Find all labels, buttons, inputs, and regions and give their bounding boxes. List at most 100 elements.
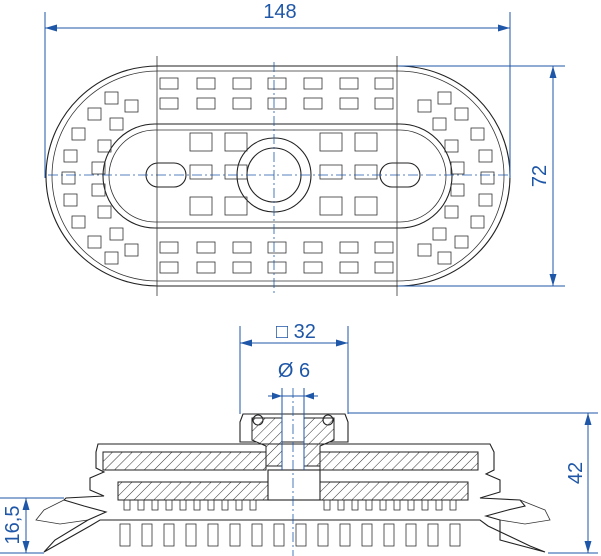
cleat <box>185 523 197 547</box>
cap-cell-right <box>444 205 459 219</box>
grid-cell <box>196 77 216 90</box>
cleat <box>119 523 131 547</box>
grid-cell <box>159 241 179 254</box>
cleat <box>251 523 263 547</box>
cleat <box>339 523 351 547</box>
cap-cell-right <box>437 91 452 105</box>
grid-cell <box>196 97 216 110</box>
cap-cell-left <box>97 205 112 219</box>
cleat <box>317 523 329 547</box>
suction-grid <box>61 77 495 274</box>
cap-cell-left <box>109 117 124 131</box>
grid-cell <box>189 164 213 180</box>
grid-cell <box>267 241 287 254</box>
rib <box>207 499 215 511</box>
length-label: 148 <box>263 1 296 23</box>
inner-contour <box>102 123 453 229</box>
side-view <box>35 388 551 556</box>
rib <box>137 499 145 511</box>
grid-cell <box>196 241 216 254</box>
plate-ribs <box>123 499 457 511</box>
bore-label: Ø 6 <box>278 360 310 382</box>
rib <box>165 499 173 511</box>
grid-cell <box>303 97 323 110</box>
grid-cell <box>354 196 378 216</box>
upper-plate-right <box>319 451 479 471</box>
cleat <box>383 523 395 547</box>
flange <box>239 413 349 443</box>
cap-cell-right <box>454 235 469 249</box>
cleat <box>163 523 175 547</box>
outer-contour-inner <box>51 70 505 282</box>
cap-cell-left <box>71 127 86 141</box>
dimension-lip: 16,5 <box>0 497 64 554</box>
rib <box>393 499 401 511</box>
cap-cell-left <box>63 193 78 207</box>
cap-cell-left <box>91 161 106 175</box>
o-ring-right <box>322 414 334 426</box>
lip-label: 16,5 <box>2 506 24 545</box>
cleat <box>405 523 417 547</box>
grid-cell <box>374 241 394 254</box>
cap-cell-left <box>104 251 119 265</box>
cap-cell-left <box>71 215 86 229</box>
grid-cell <box>232 261 252 274</box>
inner-contour-2 <box>108 129 447 223</box>
cap-cell-left <box>87 235 102 249</box>
rib <box>193 499 201 511</box>
cap-cell-right <box>437 251 452 265</box>
dimension-length: 148 <box>44 1 511 178</box>
cap-cell-right <box>454 107 469 121</box>
cap-cell-right <box>478 193 493 207</box>
grid-cell <box>232 77 252 90</box>
grid-cell <box>159 261 179 274</box>
square-label: □ 32 <box>276 321 316 343</box>
dimension-height: 42 <box>348 412 598 554</box>
cap-cell-left <box>104 91 119 105</box>
cap-cell-right <box>417 243 432 257</box>
grid-cell <box>339 97 359 110</box>
grid-cell <box>303 261 323 274</box>
rib <box>151 499 159 511</box>
lower-plate-right <box>319 481 469 501</box>
cap-cell-right <box>478 149 493 163</box>
grid-cell <box>159 77 179 90</box>
cap-cell-right <box>480 171 495 185</box>
rib <box>123 499 131 511</box>
rib <box>221 499 229 511</box>
rib <box>351 499 359 511</box>
grid-cell <box>196 261 216 274</box>
cap-cell-right <box>444 139 459 153</box>
rib <box>249 499 257 511</box>
grid-cell <box>374 97 394 110</box>
cap-cell-right <box>470 127 485 141</box>
cleat <box>229 523 241 547</box>
grid-cell <box>232 97 252 110</box>
grid-cell <box>224 132 248 152</box>
grid-cell <box>374 261 394 274</box>
rib <box>235 499 243 511</box>
dimension-square: □ 32 <box>239 321 349 414</box>
center-block <box>267 469 321 501</box>
grid-cell <box>339 77 359 90</box>
cleat <box>449 523 461 547</box>
grid-cell <box>339 241 359 254</box>
cleat <box>141 523 153 547</box>
rib <box>435 499 443 511</box>
grid-cell <box>224 196 248 216</box>
cleat <box>427 523 439 547</box>
cap-cell-left <box>91 183 106 197</box>
height-label: 42 <box>565 462 587 484</box>
grid-cell <box>339 261 359 274</box>
grid-cell <box>267 77 287 90</box>
rib <box>449 499 457 511</box>
cap-cell-right <box>432 117 447 131</box>
cap-cell-right <box>432 227 447 241</box>
cap-cell-left <box>97 139 112 153</box>
grid-cell <box>319 132 343 152</box>
grid-cell <box>267 261 287 274</box>
skirt-outer-right <box>499 499 551 525</box>
grid-cell <box>224 164 248 180</box>
cap-cell-right <box>450 183 465 197</box>
